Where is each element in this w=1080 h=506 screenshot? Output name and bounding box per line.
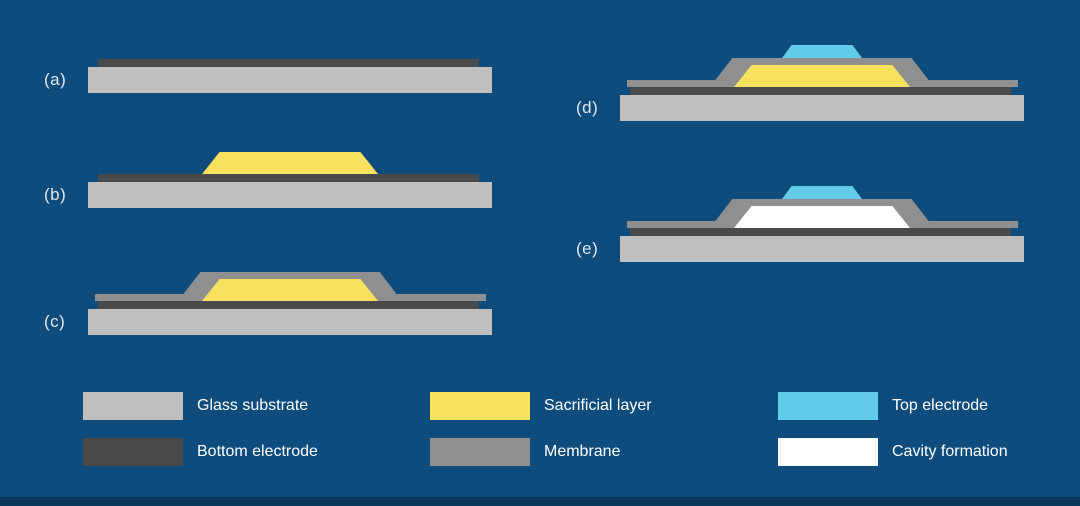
legend-label: Top electrode [892,397,989,414]
process-step-e: (e) [576,184,1024,262]
legend-item-glass-substrate: Glass substrate [83,392,308,420]
bottom-electrode-layer [98,59,479,67]
sacrificial-layer [202,279,378,301]
glass-substrate-layer [620,95,1024,121]
top-electrode-swatch [778,392,878,420]
membrane-swatch [430,438,530,466]
legend-item-bottom-electrode: Bottom electrode [83,438,318,466]
step-label-e: (e) [576,239,599,258]
process-step-d: (d) [576,43,1024,121]
glass-substrate-layer [88,182,492,208]
process-step-a: (a) [44,15,492,93]
footer-accent-bar [0,497,1080,506]
legend-label: Sacrificial layer [544,397,652,414]
step-label-a: (a) [44,70,67,89]
legend-item-top-electrode: Top electrode [778,392,988,420]
glass-substrate-layer [620,236,1024,262]
glass-substrate-layer [88,309,492,335]
sacrificial-layer-swatch [430,392,530,420]
sacrificial-layer [734,65,910,87]
legend-item-sacrificial-layer: Sacrificial layer [430,392,652,420]
legend-label: Glass substrate [197,397,309,414]
bottom-electrode-layer [98,301,479,309]
process-step-b: (b) [44,130,492,208]
bottom-electrode-layer [630,228,1011,236]
glass-substrate-layer [88,67,492,93]
step-label-b: (b) [44,185,67,204]
legend-item-membrane: Membrane [430,438,620,466]
legend-label: Membrane [544,443,621,460]
legend-label: Bottom electrode [197,443,318,460]
sacrificial-layer [202,152,378,174]
bottom-electrode-layer [630,87,1011,95]
step-label-d: (d) [576,98,599,117]
legend-item-cavity-formation: Cavity formation [778,438,1008,466]
cavity-formation-layer [734,206,910,228]
glass-substrate-swatch [83,392,183,420]
cavity-formation-swatch [778,438,878,466]
top-electrode-layer [782,45,862,58]
legend-label: Cavity formation [892,443,1008,460]
top-electrode-layer [782,186,862,199]
step-label-c: (c) [44,312,66,331]
bottom-electrode-swatch [83,438,183,466]
process-step-c: (c) [44,257,492,335]
bottom-electrode-layer [98,174,479,182]
